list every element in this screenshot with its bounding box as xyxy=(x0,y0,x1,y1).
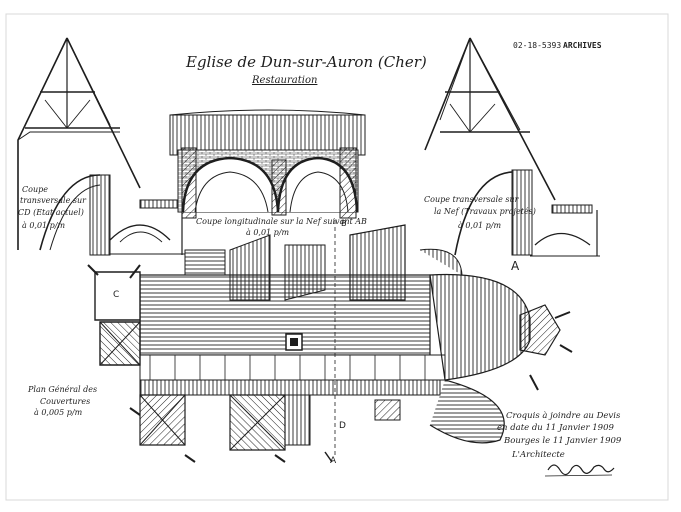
marker-a-right: A xyxy=(511,259,520,273)
marker-a-bottom: A xyxy=(330,456,337,466)
marker-b: B xyxy=(341,219,347,228)
right-section-drawing xyxy=(424,37,600,257)
left-section-drawing xyxy=(17,37,185,256)
page-subtitle: Restauration xyxy=(252,75,318,86)
architect-label: L'Architecte xyxy=(512,450,565,460)
roof-plan-drawing xyxy=(87,220,573,463)
middle-section-drawing xyxy=(169,109,366,219)
archive-stamp: ARCHIVES xyxy=(563,41,602,50)
reference-code: 02-18-5393 xyxy=(513,41,562,50)
marker-c: C xyxy=(113,290,120,300)
page-title: Eglise de Dun-sur-Auron (Cher) xyxy=(186,53,427,71)
marker-d: D xyxy=(339,421,346,431)
